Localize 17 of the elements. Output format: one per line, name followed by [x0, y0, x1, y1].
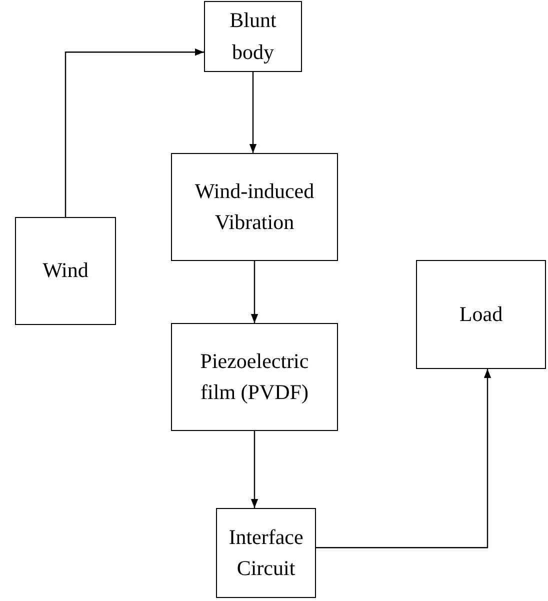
- box-label: Wind: [42, 257, 90, 284]
- arrow: [64, 48, 204, 217]
- box-label: Interface Circuit: [228, 524, 304, 582]
- box-label: Piezoelectric film (PVDF): [199, 348, 310, 406]
- arrow: [316, 369, 492, 548]
- process-box: [171, 323, 338, 431]
- box-label: Blunt body: [228, 7, 278, 66]
- arrow: [249, 72, 257, 153]
- process-box: [416, 260, 546, 369]
- process-box: [171, 153, 338, 261]
- process-box: [204, 1, 302, 72]
- arrow: [250, 261, 258, 323]
- box-label: Wind-induced Vibration: [194, 178, 316, 236]
- box-label: Load: [458, 300, 504, 328]
- process-box: [15, 217, 116, 325]
- arrow: [250, 431, 258, 508]
- process-box: [216, 508, 316, 598]
